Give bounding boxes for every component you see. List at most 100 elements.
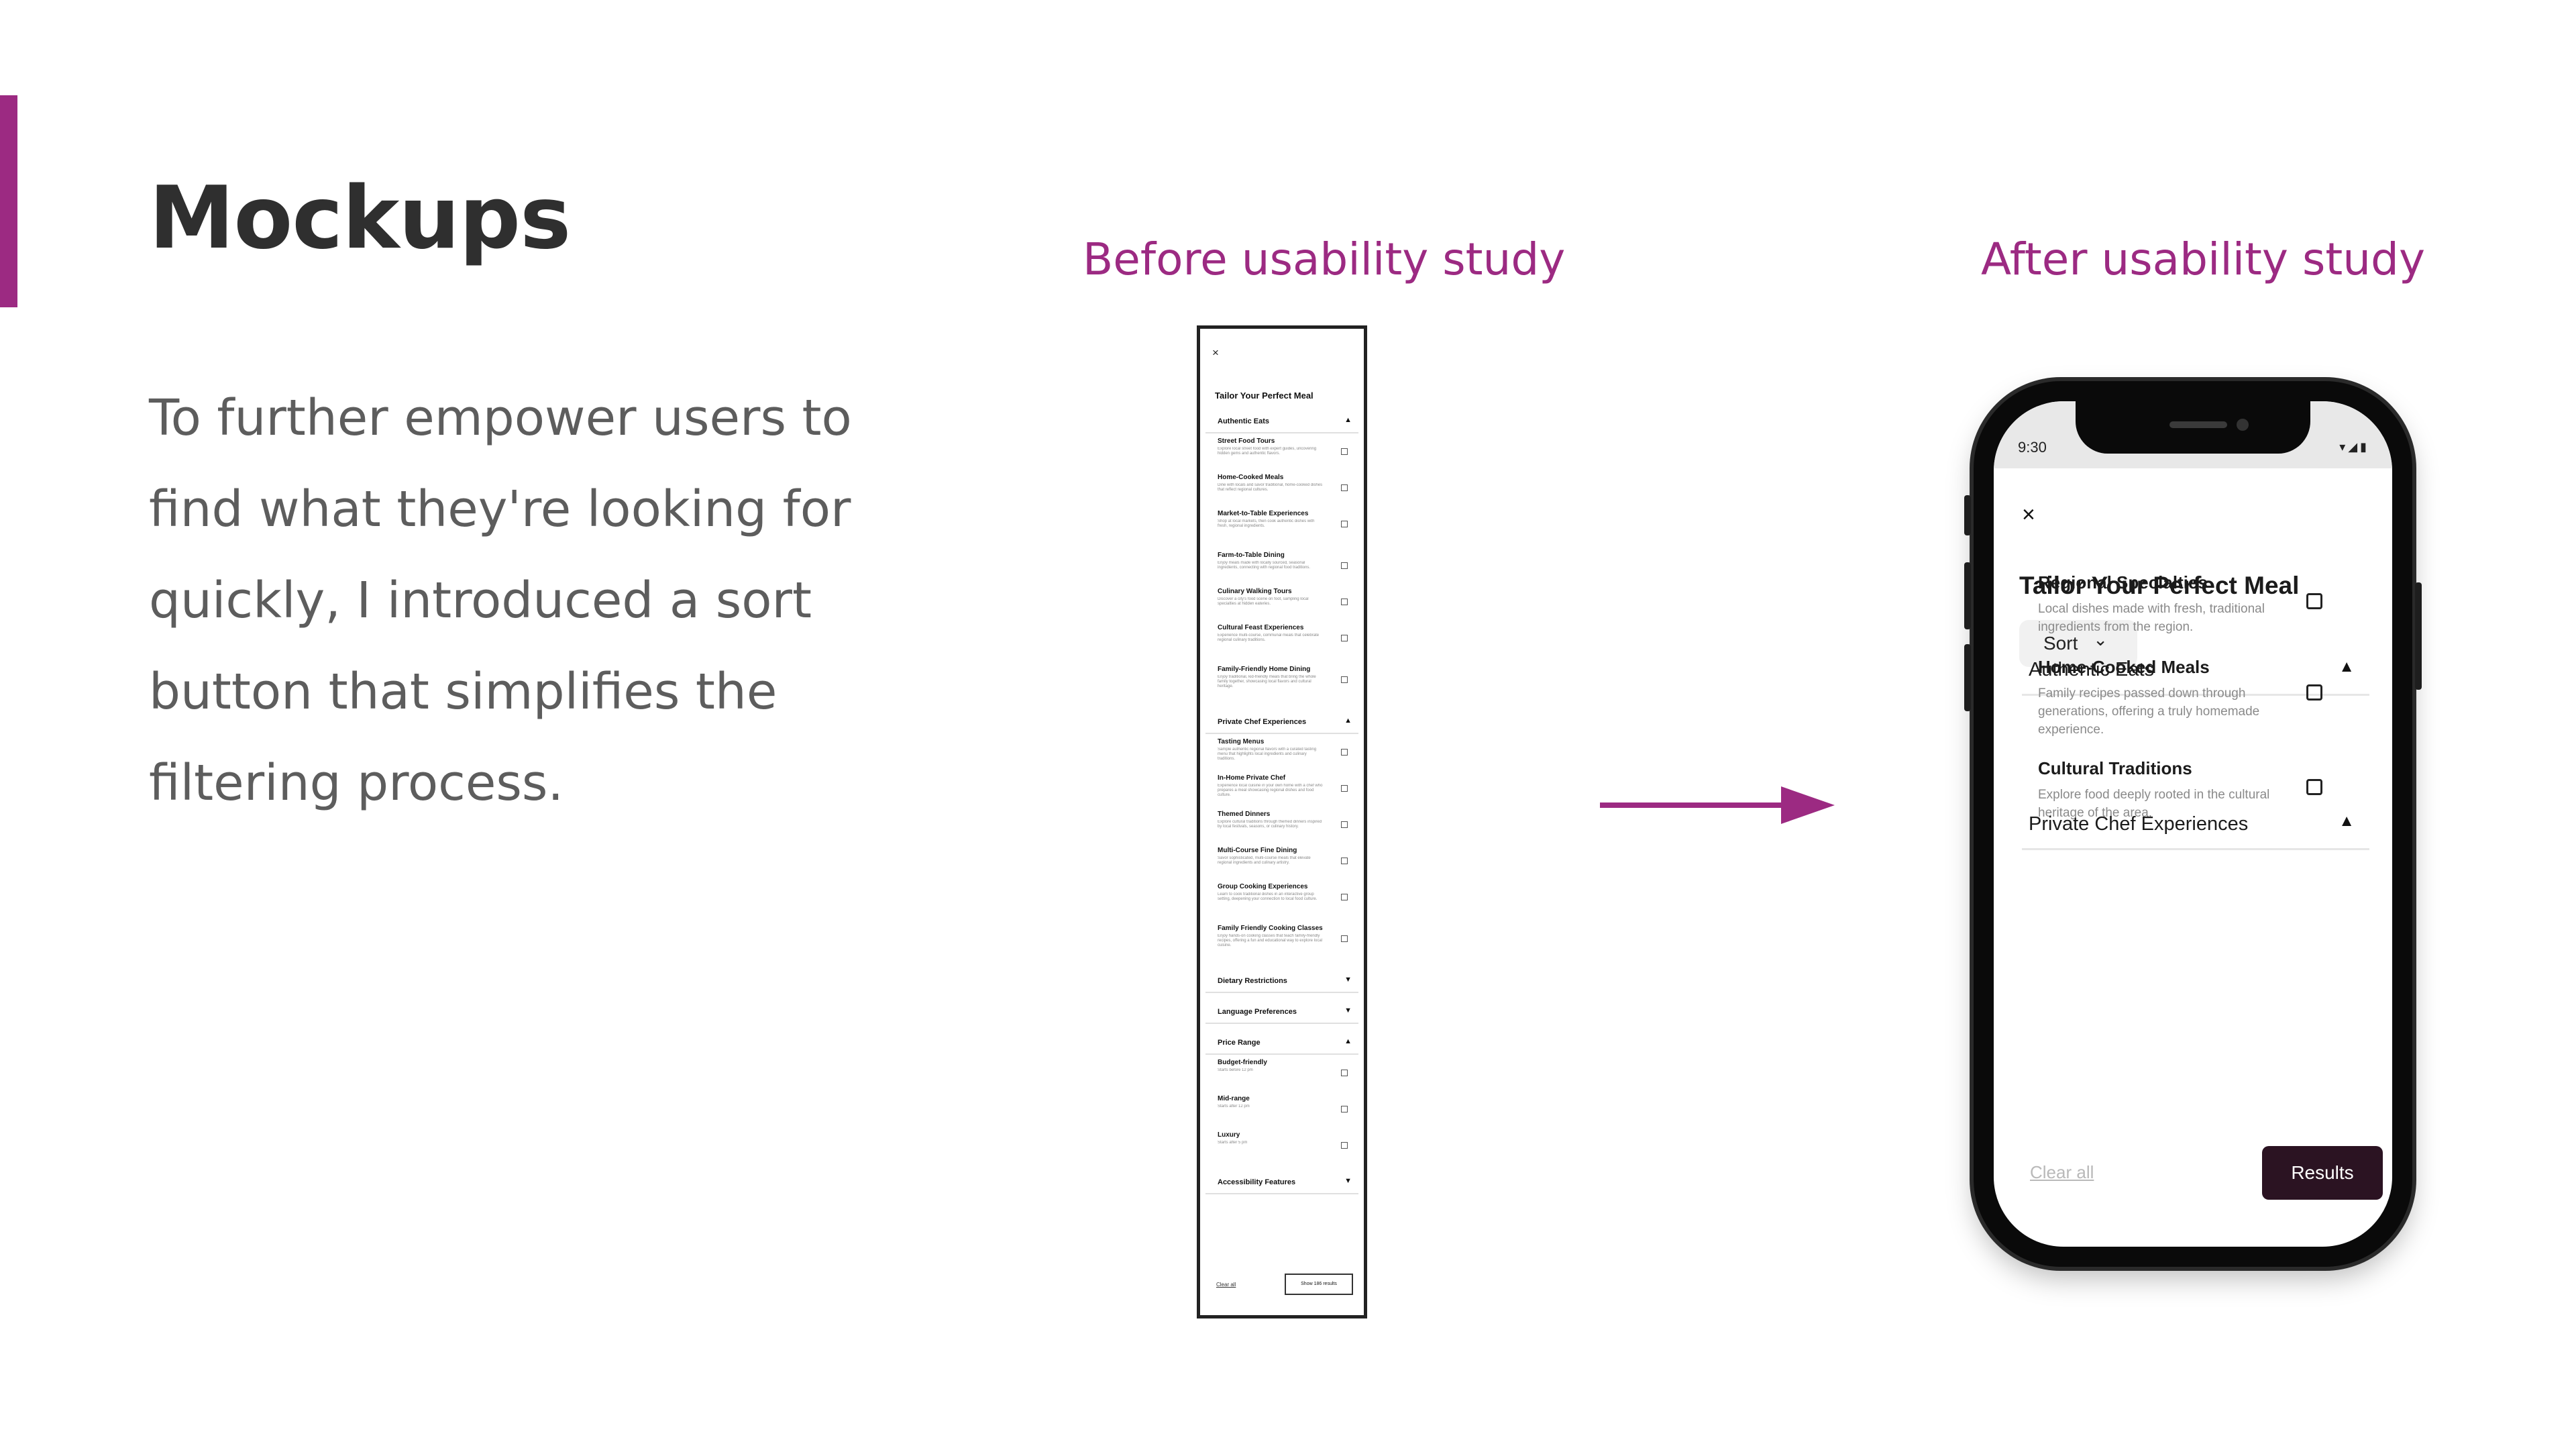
clear-all-link[interactable]: Clear all [1216,1282,1236,1288]
option-description: Starts before 12 pm [1218,1068,1253,1072]
section-title: Authentic Eats [2029,659,2154,680]
sort-button[interactable]: Sort ⌄ [2019,620,2137,667]
option-name: Regional Specialties [2038,572,2208,593]
checkbox[interactable] [1341,935,1348,942]
filter-section-header[interactable]: Authentic Eats▲ [2022,640,2369,696]
section-title: Accessibility Features [1218,1178,1296,1186]
option-name: Group Cooking Experiences [1218,883,1308,890]
option-description: Explore local street food with expert gu… [1218,447,1317,456]
caret-down-icon: ▼ [1344,1006,1352,1015]
checkbox[interactable] [1341,521,1348,527]
option-description: Starts after 12 pm [1218,1104,1250,1108]
section-title: Dietary Restrictions [1218,977,1287,985]
close-icon[interactable]: × [1212,346,1219,359]
camera-icon [2237,419,2249,431]
results-button[interactable]: Results [2262,1146,2383,1200]
checkbox[interactable] [1341,858,1348,864]
show-results-button[interactable]: Show 186 results [1285,1274,1353,1295]
checkbox[interactable] [2306,778,2322,795]
checkbox[interactable] [1341,676,1348,683]
option-name: Cultural Traditions [2038,758,2192,779]
checkbox[interactable] [1341,749,1348,756]
signal-battery-icon: ▾◢▮ [2339,440,2369,454]
phone-screen: 9:30 ▾◢▮ × Tailor Your Perfect Meal Sort… [1994,401,2392,1247]
filter-section-header[interactable]: Language Preferences ▼ [1205,1000,1358,1024]
volume-up-button [1964,562,1971,629]
section-title: Authentic Eats [1218,417,1270,425]
caret-up-icon: ▲ [2339,812,2355,830]
close-icon[interactable]: × [2022,502,2035,527]
speaker-icon [2169,421,2227,428]
option-description: Sample authentic regional flavors with a… [1218,747,1317,761]
option-description: Family recipes passed down through gener… [2038,686,2260,737]
option-description: Enjoy meals made with locally sourced, s… [1218,561,1311,570]
before-title: Tailor Your Perfect Meal [1215,391,1313,401]
option-name: Themed Dinners [1218,811,1271,818]
page-title: Mockups [149,168,571,268]
checkbox[interactable] [1341,894,1348,900]
volume-down-button [1964,644,1971,711]
section-title: Private Chef Experiences [1218,718,1307,726]
checkbox[interactable] [1341,785,1348,792]
mute-switch [1964,495,1971,535]
after-heading: After usability study [1981,234,2425,285]
option-name: Multi-Course Fine Dining [1218,847,1297,854]
option-name: Tasting Menus [1218,738,1265,745]
checkbox[interactable] [1341,448,1348,455]
chevron-down-icon: ⌄ [2093,629,2108,650]
option-name: Home-Cooked Meals [1218,474,1284,481]
option-name: Luxury [1218,1131,1240,1139]
accent-bar [0,95,17,307]
filter-section-header[interactable]: Accessibility Features ▼ [1205,1170,1358,1194]
checkbox[interactable] [1341,562,1348,569]
filter-section-header[interactable]: Authentic Eats▲ [1205,409,1358,433]
option-description: Explore food deeply rooted in the cultur… [2038,788,2270,821]
option-description: Local dishes made with fresh, traditiona… [2038,602,2265,635]
checkbox[interactable] [1341,821,1348,828]
caret-down-icon: ▼ [1344,1177,1352,1185]
checkbox[interactable] [2306,592,2322,609]
checkbox[interactable] [1341,1070,1348,1076]
section-title: Language Preferences [1218,1008,1297,1016]
filter-section-header[interactable]: Private Chef Experiences▲ [1205,710,1358,734]
notch [2076,401,2310,454]
option-name: Farm-to-Table Dining [1218,552,1285,559]
filter-section-header[interactable]: Dietary Restrictions▼ [1205,969,1358,993]
checkbox[interactable] [1341,1142,1348,1149]
checkbox[interactable] [1341,484,1348,491]
checkbox[interactable] [2306,684,2322,701]
filter-section-header[interactable]: Price Range▲ [1205,1031,1358,1055]
option-name: Market-to-Table Experiences [1218,510,1309,517]
option-description: Learn to cook traditional dishes in an i… [1218,892,1318,901]
caret-up-icon: ▲ [1344,1037,1352,1045]
option-name: Family Friendly Cooking Classes [1218,925,1323,932]
filter-section-header[interactable]: Private Chef Experiences▲ [2022,794,2369,850]
option-name: Culinary Walking Tours [1218,588,1292,595]
checkbox[interactable] [1341,635,1348,641]
filter-title: Tailor Your Perfect Meal [2019,572,2300,599]
option-name: Cultural Feast Experiences [1218,624,1304,631]
option-description: Enjoy hands-on cooking classes that teac… [1218,934,1322,947]
checkbox[interactable] [1341,1106,1348,1112]
clear-all-link[interactable]: Clear all [2030,1162,2094,1182]
checkbox[interactable] [1341,599,1348,605]
